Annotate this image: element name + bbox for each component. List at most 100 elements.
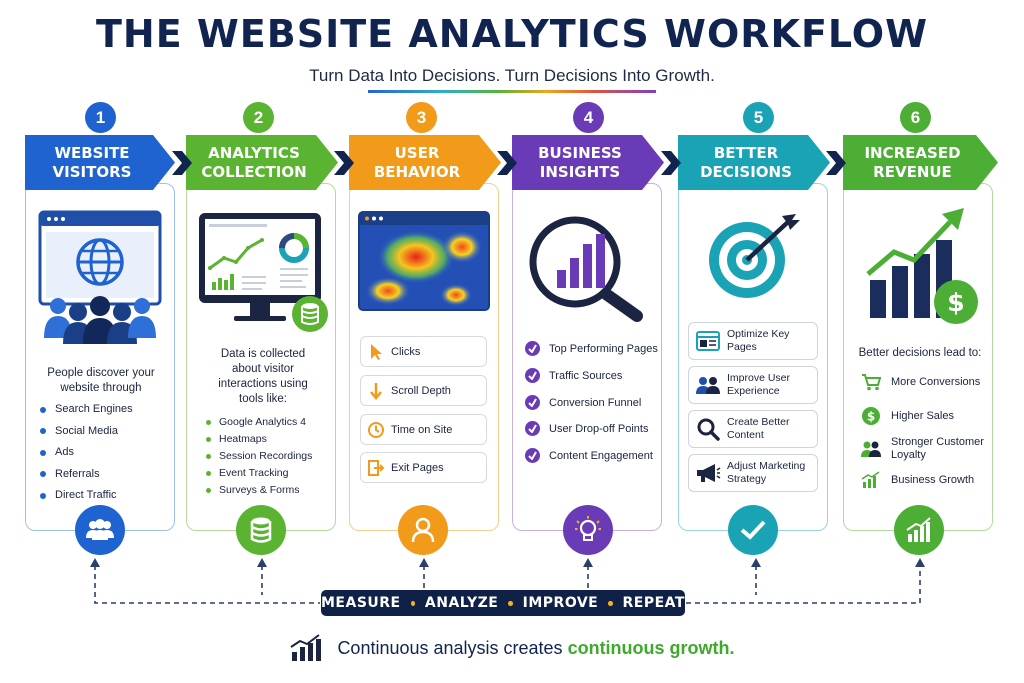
bar-growth-icon <box>861 471 880 488</box>
decision-label-line1: Adjust Marketing <box>727 460 806 472</box>
list-item-label: Heatmaps <box>219 433 267 445</box>
insight-item: Conversion Funnel <box>525 395 641 410</box>
step-number-2: 2 <box>243 102 274 133</box>
step-title-6-line2: REVENUE <box>873 162 952 181</box>
footer-highlight: continuous growth. <box>567 637 735 658</box>
users-icon <box>696 377 720 394</box>
step-title-5-line2: DECISIONS <box>700 162 792 181</box>
revenue-label-line2: Loyalty <box>891 449 926 461</box>
list-item: Google Analytics 4 <box>206 414 312 431</box>
step-number-6: 6 <box>900 102 931 133</box>
insight-label: Conversion Funnel <box>549 396 642 409</box>
database-icon <box>236 505 286 555</box>
checkmark-icon <box>525 395 540 410</box>
checkmark-icon <box>525 341 540 356</box>
bullet-icon <box>206 420 211 425</box>
revenue-item-conversions: More Conversions <box>860 373 980 391</box>
step-title-2-line2: COLLECTION <box>201 162 307 181</box>
list-item-label: Social Media <box>55 424 118 437</box>
insight-label: Traffic Sources <box>549 369 623 382</box>
decision-label-line2: Experience <box>727 385 780 397</box>
bullet-icon <box>40 406 46 413</box>
bar-chart-up-icon <box>894 505 944 555</box>
step-description-6: Better decisions lead to: <box>858 347 982 359</box>
revenue-label-line1: Higher Sales <box>891 409 954 422</box>
magnifier-chart-icon <box>529 216 643 322</box>
analytics-tool-list: Google Analytics 4 Heatmaps Session Reco… <box>206 414 312 499</box>
lightbulb-icon <box>563 505 613 555</box>
cycle-improve: IMPROVE <box>522 595 599 611</box>
cycle-banner: MEASURE ANALYZE IMPROVE REPEAT <box>321 590 685 616</box>
users-icon <box>75 505 125 555</box>
revenue-label-line1: More Conversions <box>891 375 981 388</box>
step-number-5: 5 <box>743 102 774 133</box>
decision-label-line1: Improve User <box>727 372 791 384</box>
step-title-1-line1: WEBSITE <box>54 143 130 162</box>
list-item-label: Surveys & Forms <box>219 484 300 496</box>
behavior-item-label: Time on Site <box>391 423 453 436</box>
step-title-5-line1: BETTER <box>713 143 779 162</box>
svg-text:$: $ <box>947 288 964 317</box>
behavior-item-label: Exit Pages <box>391 461 444 474</box>
people-icon <box>861 441 881 457</box>
list-item-label: Ads <box>55 446 74 458</box>
cycle-analyze: ANALYZE <box>424 595 499 611</box>
bullet-icon <box>206 454 211 459</box>
list-item-label: Google Analytics 4 <box>219 416 306 428</box>
clock-icon <box>368 421 384 438</box>
step-number-4: 4 <box>573 102 604 133</box>
insight-label: Top Performing Pages <box>549 342 658 355</box>
insight-item: Traffic Sources <box>525 368 622 383</box>
behavior-item-label: Scroll Depth <box>391 384 451 397</box>
target-arrow-icon <box>709 214 800 298</box>
footer-tagline: Continuous analysis creates continuous g… <box>0 633 1024 663</box>
bullet-icon <box>40 492 46 499</box>
step-title-6-line1: INCREASED <box>864 143 961 162</box>
step-number-3: 3 <box>406 102 437 133</box>
page-subtitle: Turn Data Into Decisions. Turn Decisions… <box>309 66 715 85</box>
list-item-label: Direct Traffic <box>55 489 117 501</box>
dollar-icon: $ <box>862 407 880 425</box>
list-item: Direct Traffic <box>40 485 133 507</box>
description-line: People discover your <box>47 367 155 379</box>
separator-dot <box>608 600 613 606</box>
list-item-label: Session Recordings <box>219 450 313 462</box>
list-item: Ads <box>40 442 133 464</box>
step-title-4-line2: INSIGHTS <box>539 162 621 181</box>
arrow-down-icon <box>370 382 382 400</box>
checkmark-icon <box>728 505 778 555</box>
list-item: Event Tracking <box>206 465 312 482</box>
step-title-4-line1: BUSINESS <box>538 143 622 162</box>
description-line: Data is collected <box>220 348 306 360</box>
decision-label-line1: Optimize Key <box>727 328 790 340</box>
list-item-label: Search Engines <box>55 403 133 415</box>
cycle-repeat: REPEAT <box>622 595 685 611</box>
bullet-icon <box>40 428 46 435</box>
chevron-right-icon <box>661 151 681 175</box>
description-line: tools like: <box>239 393 287 405</box>
step-description-1: People discover your website through <box>34 366 168 396</box>
revenue-label-line1: Stronger Customer <box>891 436 984 448</box>
insight-item: User Drop-off Points <box>525 421 648 436</box>
webpage-icon <box>696 331 720 351</box>
list-item-label: Referrals <box>55 467 100 480</box>
list-item: Heatmaps <box>206 431 312 448</box>
behavior-item-label: Clicks <box>391 345 421 358</box>
behavior-item-time-on-site: Time on Site <box>360 414 487 445</box>
bullet-icon <box>206 471 211 476</box>
heatmap-browser-icon <box>358 211 490 311</box>
bullet-icon <box>40 449 46 456</box>
description-line: about visitor <box>231 363 294 375</box>
exit-door-icon <box>368 459 385 476</box>
cursor-icon <box>371 343 382 360</box>
